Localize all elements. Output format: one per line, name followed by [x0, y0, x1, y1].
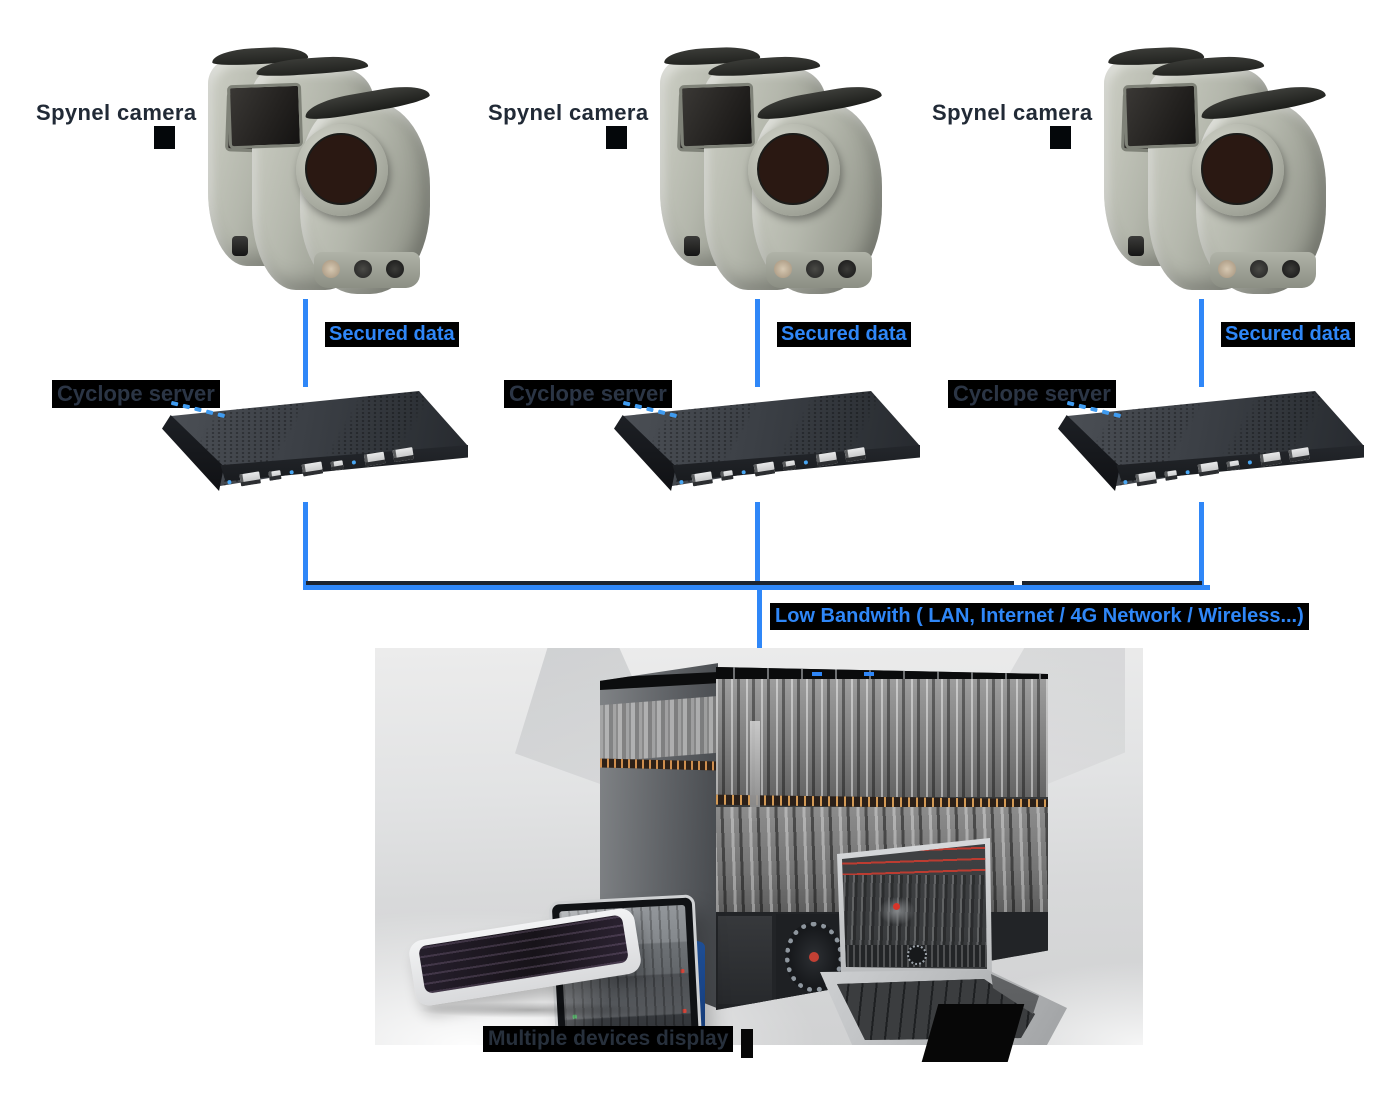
- cyclope-server-image: [614, 391, 920, 493]
- camera-to-server-line: [303, 299, 308, 387]
- server-to-bus-line: [303, 502, 308, 590]
- camera-lens: [1201, 133, 1273, 205]
- multiple-devices-image: [375, 648, 1143, 1045]
- camera-front-unit: [296, 102, 430, 294]
- compass-dial: [907, 945, 927, 965]
- bus-to-display-line: [757, 590, 762, 658]
- secured-data-label: Secured data: [1221, 322, 1355, 347]
- camera-label: Spynel camera: [488, 100, 649, 125]
- camera-knob: [232, 236, 248, 256]
- bus-line-shadow-right: [1022, 581, 1202, 585]
- cyclope-server-image: [162, 391, 468, 493]
- camera-label-block: [606, 126, 627, 149]
- server-to-bus-line: [1199, 502, 1204, 590]
- server-label: Cyclope server: [52, 380, 220, 408]
- spynel-camera-image: [660, 45, 884, 294]
- column-2: Spynel camera Secured data: [452, 0, 932, 600]
- camera-lens: [757, 133, 829, 205]
- camera-lens-ring: [1192, 124, 1284, 216]
- camera-label: Spynel camera: [932, 100, 1093, 125]
- target-marker: [893, 903, 900, 910]
- server-to-bus-line: [755, 502, 760, 590]
- bus-line-shadow-left: [306, 581, 1014, 585]
- bus-line: [303, 585, 1210, 590]
- tablet-screen: [418, 914, 630, 995]
- server-label: Cyclope server: [948, 380, 1116, 408]
- camera-label: Spynel camera: [36, 100, 197, 125]
- video-wall-toolbar: [716, 667, 1048, 679]
- column-1: Spynel camera Secured data: [0, 0, 480, 600]
- camera-label-block: [154, 126, 175, 149]
- panorama-strip: [716, 679, 1048, 797]
- camera-window: [226, 82, 304, 150]
- laptop-shadow: [921, 1004, 1025, 1062]
- bandwidth-label: Low Bandwith ( LAN, Internet / 4G Networ…: [770, 603, 1309, 630]
- laptop-shadow: [741, 1029, 753, 1058]
- display-caption: Multiple devices display: [483, 1026, 734, 1052]
- camera-lens: [305, 133, 377, 205]
- column-3: Spynel camera Secured data: [896, 0, 1376, 600]
- spynel-camera-image: [1104, 45, 1328, 294]
- secured-data-label: Secured data: [777, 322, 911, 347]
- camera-base: [314, 252, 420, 288]
- camera-to-server-line: [755, 299, 760, 387]
- camera-label-block: [1050, 126, 1071, 149]
- camera-lens-ring: [748, 124, 840, 216]
- spynel-camera-image: [208, 45, 432, 294]
- flat-tablet-image: [407, 906, 651, 1024]
- secured-data-label: Secured data: [325, 322, 459, 347]
- server-label: Cyclope server: [504, 380, 672, 408]
- cyclope-server-image: [1058, 391, 1364, 493]
- camera-to-server-line: [1199, 299, 1204, 387]
- camera-lens-ring: [296, 124, 388, 216]
